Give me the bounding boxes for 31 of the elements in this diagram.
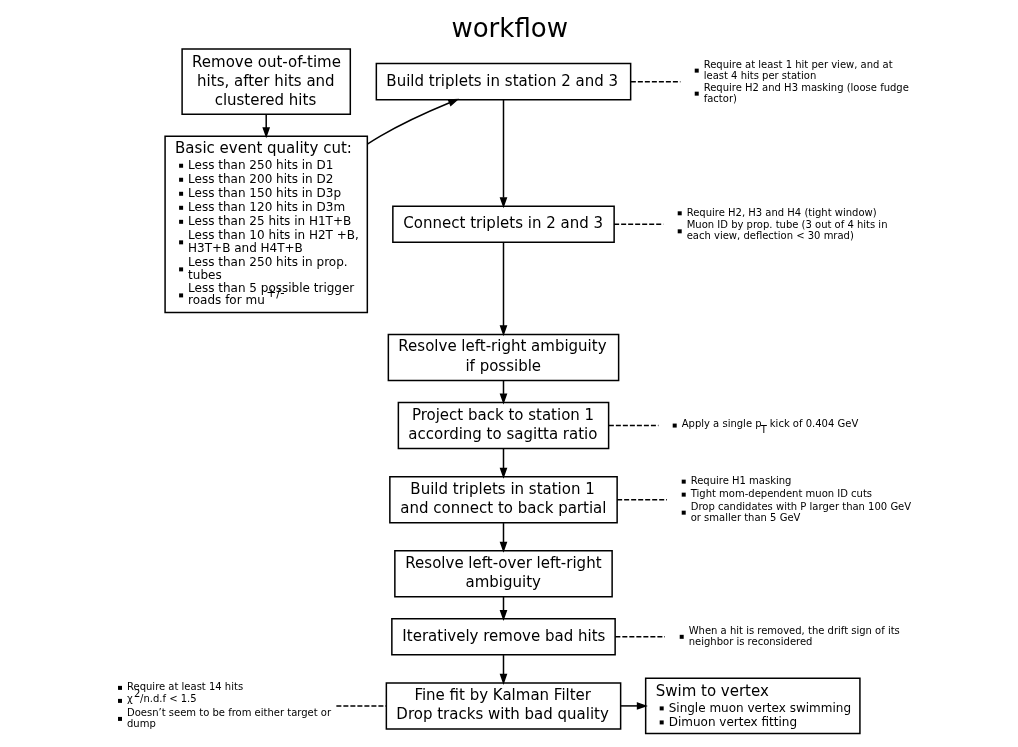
node-box [679,634,684,639]
node-text: Require H1 masking Tight mom-dependent muon ID cuts Drop candidates with P larger than 100 GeV or smaller than 5 GeV [690,475,911,523]
node-box: Resolve left-right ambiguity if possible [387,333,619,382]
node-box [672,423,677,428]
arrow [499,99,507,209]
node-box: Fine fit by Kalman Filter Drop tracks with bad quality [385,682,621,730]
connector [615,498,668,501]
connector [612,223,664,226]
arrow [499,241,507,337]
connector [607,424,659,427]
node-box: Resolve left-over left-right ambiguity [393,549,613,598]
node-box: Iteratively remove bad hits [390,618,616,656]
diagram-title: workflow [450,12,568,43]
arrow [499,654,507,685]
arrow [499,522,507,553]
node-box: Build triplets in station 1 and connect to back partial [388,475,618,524]
connector [629,80,681,83]
node-box: Build triplets in station 2 and 3 [375,62,631,101]
connector [335,705,387,707]
arrow [619,702,648,710]
connector [614,636,666,638]
node-text: Require H2, H3 and H4 (tight window) Muon ID by prop. tube (3 out of 4 hits in each view, deflection < 30 mrad) [686,206,887,242]
node-label: When a hit is removed, the drift sign of its neighbor is reconsidered [688,624,900,647]
node-box: Connect triplets in 2 and 3 [391,205,615,244]
node-box: Remove out-of-time hits, after hits and clustered hits [180,48,351,115]
arrow [499,448,507,479]
arrow [366,98,459,145]
node-box: Project back to station 1 according to sagitta ratio [397,401,609,450]
node-box: Swim to vertex Single muon vertex swimming Dimuon vertex fitting [644,677,861,735]
arrow [261,113,270,139]
node-text: Require at least 1 hit per view, and at least 4 hits per station Require H2 and H3 masking (loose fudge factor) [703,58,909,104]
